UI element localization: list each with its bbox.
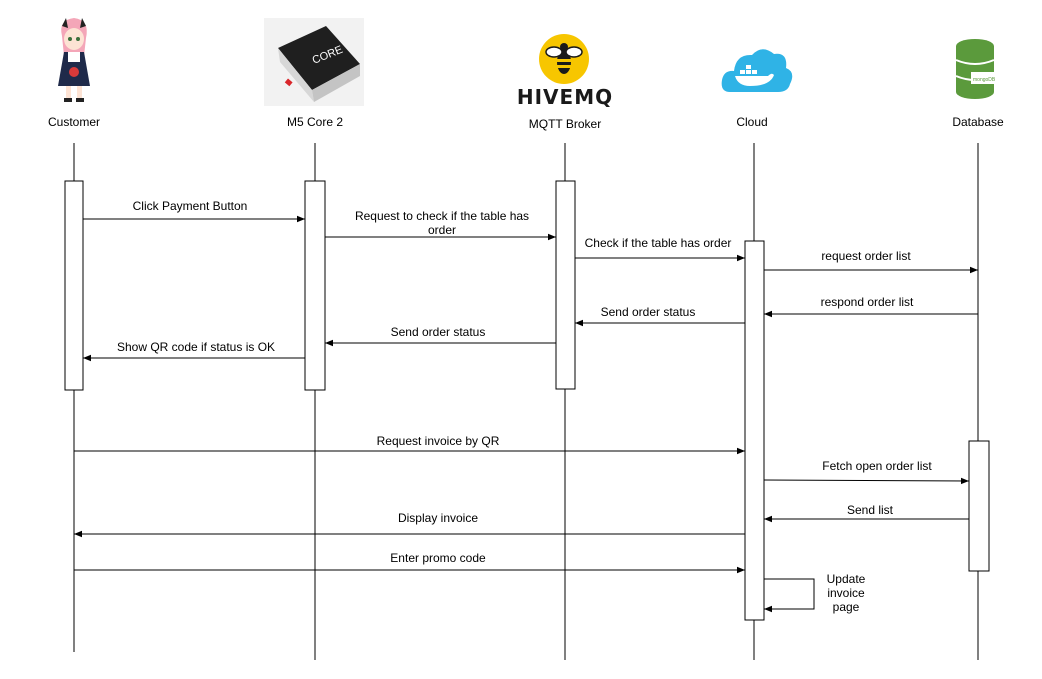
participant-label-m5: M5 Core 2 <box>286 115 344 129</box>
database-cylinder-icon: mongoDB <box>955 39 1005 99</box>
message-label-m7: Send order status <box>390 325 486 339</box>
message-label-m14: Update invoice page <box>826 572 866 614</box>
arrow-m14-self <box>764 578 815 613</box>
message-label-m9: Request invoice by QR <box>376 434 500 448</box>
activation-m5 <box>304 180 326 391</box>
message-label-m3: Check if the table has order <box>584 236 732 250</box>
hivemq-bee-logo-icon <box>539 34 589 84</box>
message-label-m8: Show QR code if status is OK <box>116 340 276 354</box>
message-arrows <box>74 215 978 613</box>
message-label-m5: respond order list <box>820 295 914 309</box>
activations <box>64 180 990 621</box>
message-label-m13: Enter promo code <box>390 551 486 565</box>
m5-core2-device-icon: CORE <box>264 18 364 106</box>
anime-girl-customer-icon <box>58 18 90 102</box>
docker-cloud-icon <box>721 49 793 92</box>
database-logo-text: mongoDB <box>973 77 996 83</box>
activation-cloud <box>744 240 765 621</box>
message-label-m10: Fetch open order list <box>822 459 932 473</box>
message-label-m12: Display invoice <box>397 511 479 525</box>
participant-label-customer: Customer <box>47 115 101 129</box>
participant-label-broker: MQTT Broker <box>528 117 602 131</box>
message-label-m4: request order list <box>821 249 911 263</box>
message-label-m6: Send order status <box>600 305 696 319</box>
activation-customer <box>64 180 84 391</box>
participant-label-cloud: Cloud <box>736 115 768 129</box>
message-label-m1: Click Payment Button <box>132 199 248 213</box>
activation-broker <box>555 180 576 390</box>
activation-database <box>968 440 990 572</box>
message-label-m11: Send list <box>846 503 894 517</box>
message-label-m2: Request to check if the table has order <box>354 209 530 237</box>
hivemq-logo-text: HIVEMQ <box>517 85 613 109</box>
participant-label-database: Database <box>952 115 1004 129</box>
arrow-m10 <box>763 477 970 485</box>
